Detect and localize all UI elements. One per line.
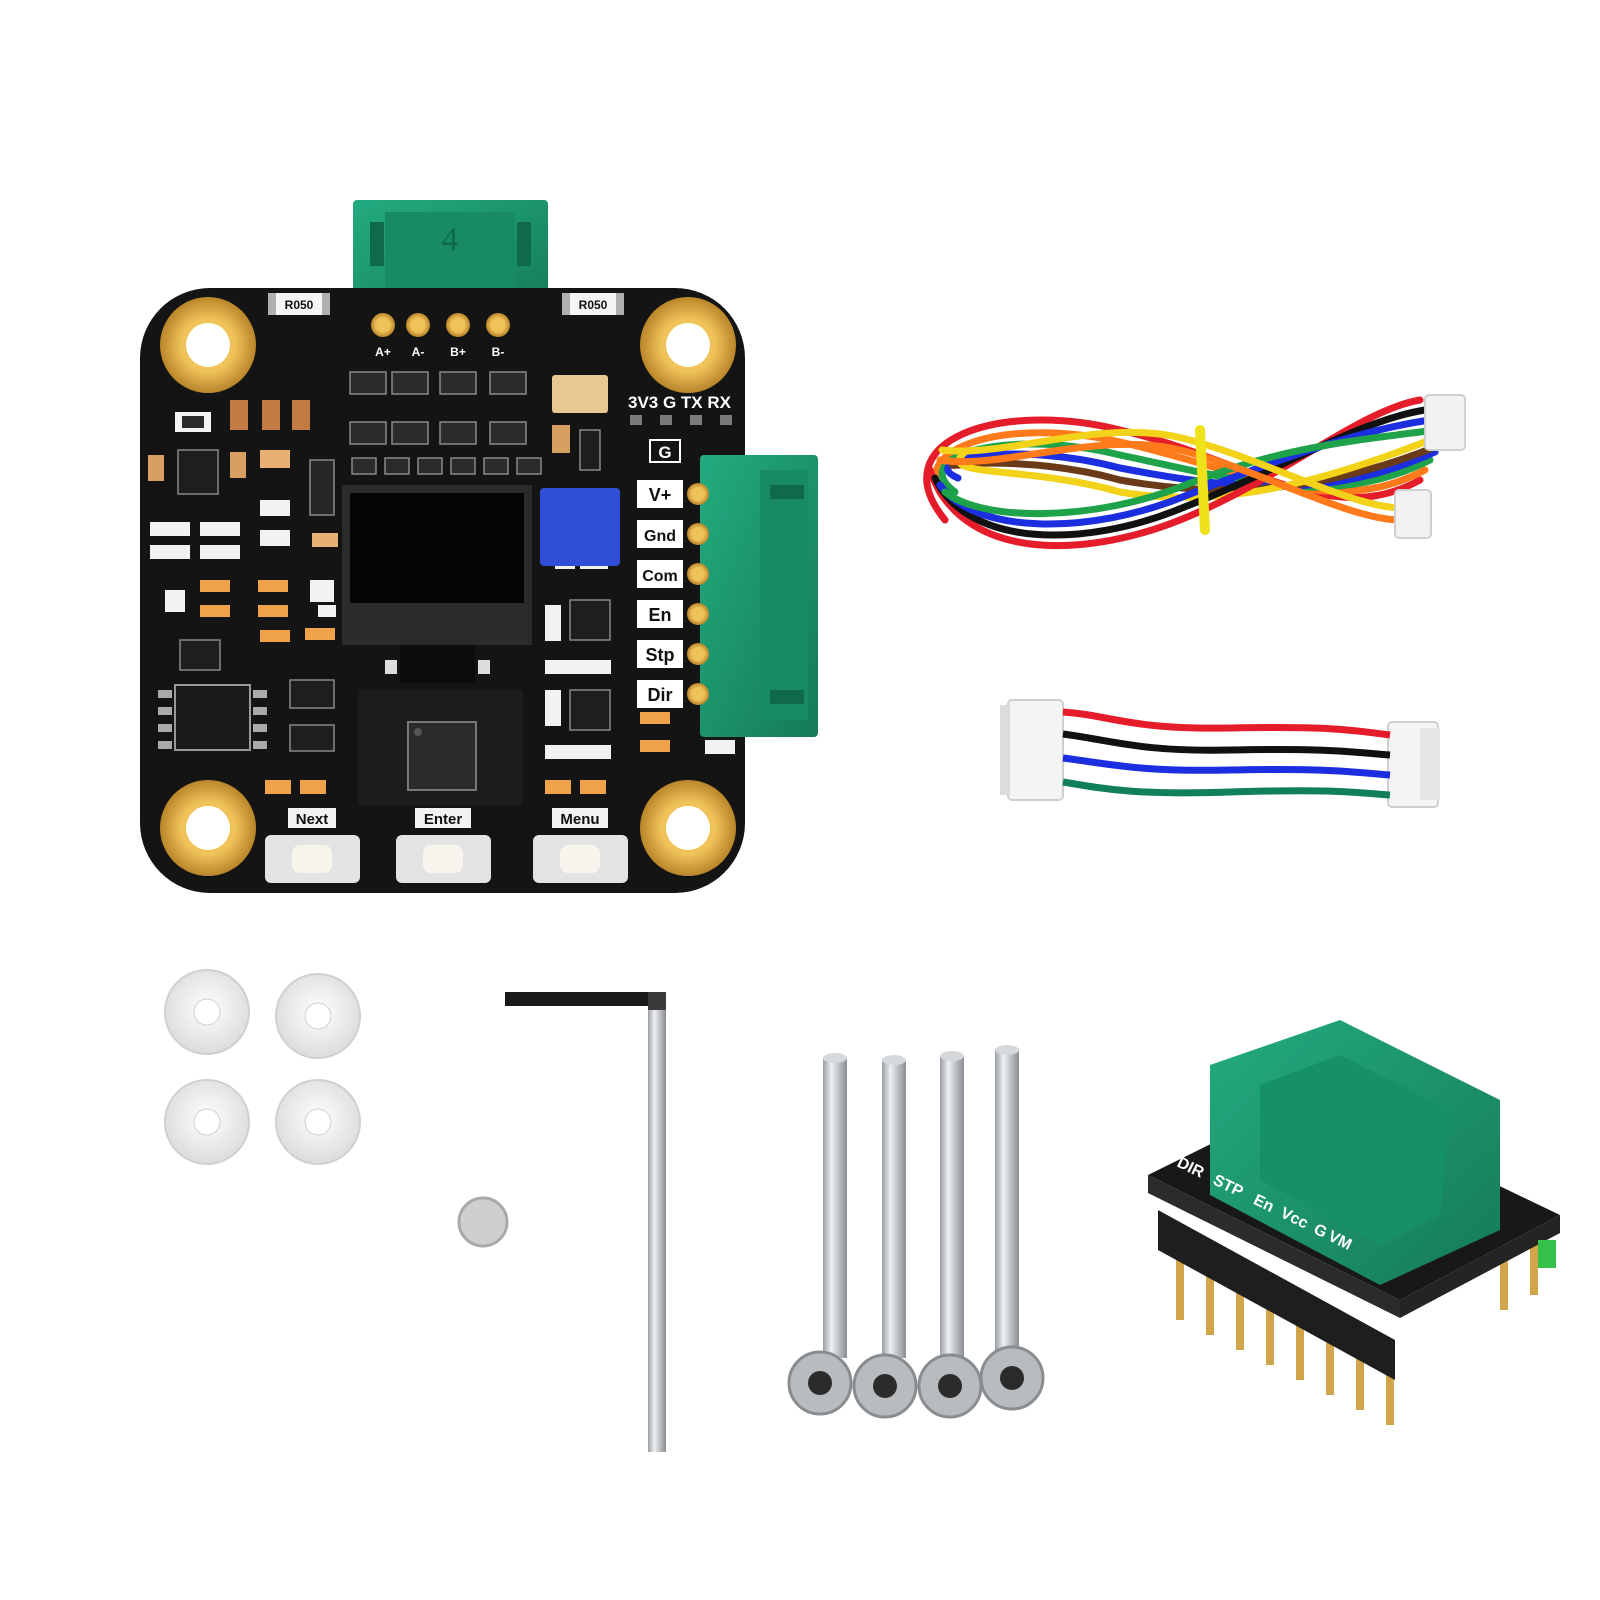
button-enter-label: Enter [424, 811, 463, 828]
button-menu[interactable]: Menu [533, 808, 628, 883]
control-pins: V+ Gnd Com En Stp Dir [637, 480, 709, 708]
adapter-header-pins [1176, 1235, 1538, 1425]
button-enter[interactable]: Enter [396, 808, 491, 883]
hex-key [505, 992, 666, 1452]
nylon-washers [164, 969, 361, 1165]
button-menu-label: Menu [560, 811, 599, 828]
pin-label-vplus: V+ [649, 485, 672, 505]
button-next-label: Next [296, 811, 329, 828]
ground-label-box: G [649, 439, 681, 463]
shunt-resistor-left: R050 [268, 293, 330, 315]
smd-components [148, 400, 735, 794]
svg-text:R050: R050 [579, 298, 608, 312]
motor-pins: A+ A- B+ B- [371, 313, 510, 359]
short-4wire-cable [1000, 699, 1440, 808]
motor-pin-b-minus: B- [492, 345, 505, 359]
motor-pin-a-plus: A+ [375, 345, 391, 359]
mosfet-array [349, 371, 542, 475]
trimmer-potentiometer [540, 488, 620, 566]
pin-label-com: Com [642, 568, 678, 585]
long-screws [787, 1045, 1045, 1419]
motor-pin-b-plus: B+ [450, 345, 466, 359]
motor-pin-a-minus: A- [412, 345, 425, 359]
button-next[interactable]: Next [265, 808, 360, 883]
control-connector [700, 455, 818, 737]
long-multicolor-cable [923, 396, 1444, 550]
uart-header-label: 3V3 G TX RX [628, 393, 732, 412]
capacitor [552, 375, 608, 413]
long-cable-connectors [1394, 394, 1466, 539]
adapter-board: DIR STP En Vcc G VM [1148, 1020, 1560, 1425]
motor-connector: 4 [353, 200, 548, 316]
uart-pads [630, 415, 732, 425]
pin-label-dir: Dir [647, 685, 672, 705]
svg-text:G: G [658, 443, 671, 462]
motor-connector-label: 4 [442, 221, 459, 258]
oled-display [342, 485, 532, 683]
servo-driver-board: 4 A+ A- B+ B- R050 [140, 200, 818, 893]
mcu-chip [358, 690, 523, 805]
pin-label-stp: Stp [646, 645, 675, 665]
svg-text:R050: R050 [285, 298, 314, 312]
pin-label-en: En [648, 605, 671, 625]
mounting-holes [160, 297, 736, 876]
pin-label-gnd: Gnd [644, 528, 676, 545]
magnet [457, 1196, 509, 1248]
shunt-resistor-right: R050 [562, 293, 624, 315]
